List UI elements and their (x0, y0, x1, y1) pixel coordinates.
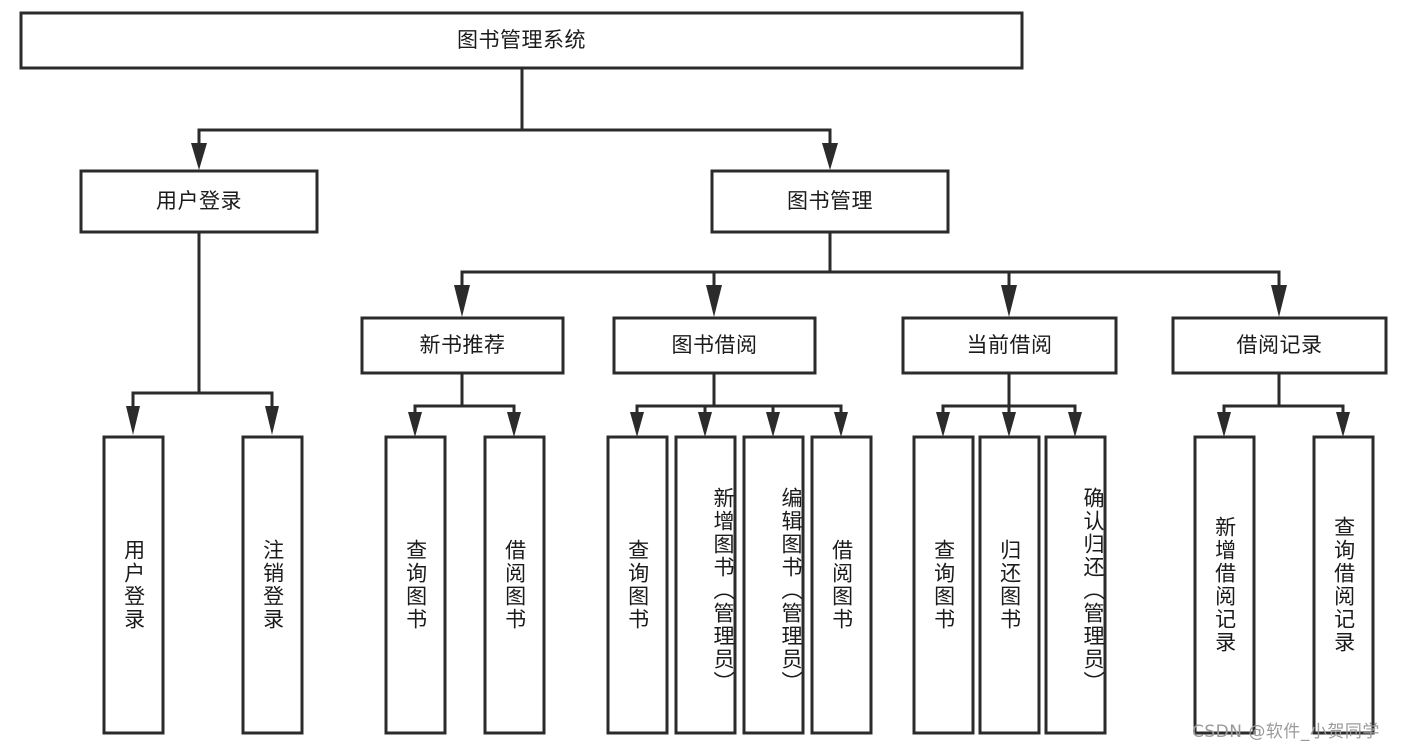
leaf-node-box-new-book-1[interactable] (384, 435, 447, 735)
leaf-node-box-current-borrow-2[interactable] (978, 435, 1041, 735)
arrow-head-level3-book-borrow (706, 285, 722, 317)
arrow-head-book-borrow-leaf-4 (834, 412, 848, 437)
arrow-head-new-book-leaf-2 (507, 412, 521, 437)
watermark-text: CSDN @软件_小贺同学 (1192, 722, 1380, 742)
leaf-node-box-new-book-2[interactable] (483, 435, 546, 735)
arrow-head-current-borrow-leaf-3 (1068, 412, 1082, 437)
arrow-head-new-book-leaf-1 (408, 412, 422, 437)
leaf-node-box-borrow-record-1[interactable] (1193, 435, 1256, 735)
arrow-head-level3-new-book (454, 285, 470, 317)
level2-node-box-user-login[interactable] (79, 169, 319, 234)
leaf-node-box-book-borrow-4[interactable] (810, 435, 873, 735)
arrow-head-user-login-leaf-2 (265, 406, 279, 435)
arrow-head-current-borrow-leaf-2 (1002, 412, 1016, 437)
leaf-node-box-current-borrow-3[interactable] (1044, 435, 1107, 735)
leaf-node-box-borrow-record-2[interactable] (1312, 435, 1375, 735)
arrow-head-book-borrow-leaf-1 (630, 412, 644, 437)
level3-node-box-borrow-record[interactable] (1171, 316, 1388, 375)
level2-node-box-book-management[interactable] (710, 169, 950, 234)
level3-node-box-book-borrow[interactable] (612, 316, 817, 375)
level3-node-box-new-book[interactable] (360, 316, 565, 375)
arrow-head-level3-current-borrow (1001, 285, 1017, 317)
leaf-node-box-book-borrow-3[interactable] (742, 435, 805, 735)
arrow-head-borrow-record-leaf-2 (1336, 412, 1350, 437)
arrow-head-book-borrow-leaf-3 (766, 412, 780, 437)
level3-node-box-current-borrow[interactable] (901, 316, 1118, 375)
arrow-head-borrow-record-leaf-1 (1217, 412, 1231, 437)
root-node-box[interactable] (19, 11, 1024, 70)
leaf-node-box-book-borrow-1[interactable] (606, 435, 669, 735)
arrow-head-level3-borrow-record (1271, 285, 1287, 317)
arrow-head-book-borrow-leaf-2 (698, 412, 712, 437)
leaf-node-box-book-borrow-2[interactable] (674, 435, 737, 735)
arrow-head-user-login (191, 143, 207, 170)
arrow-head-current-borrow-leaf-1 (936, 412, 950, 437)
leaf-node-box-current-borrow-1[interactable] (912, 435, 975, 735)
leaf-node-box-user-login-1[interactable] (102, 435, 165, 735)
leaf-node-box-user-login-2[interactable] (241, 435, 304, 735)
arrow-head-book-mgmt (822, 143, 838, 170)
arrow-head-user-login-leaf-1 (126, 406, 140, 435)
